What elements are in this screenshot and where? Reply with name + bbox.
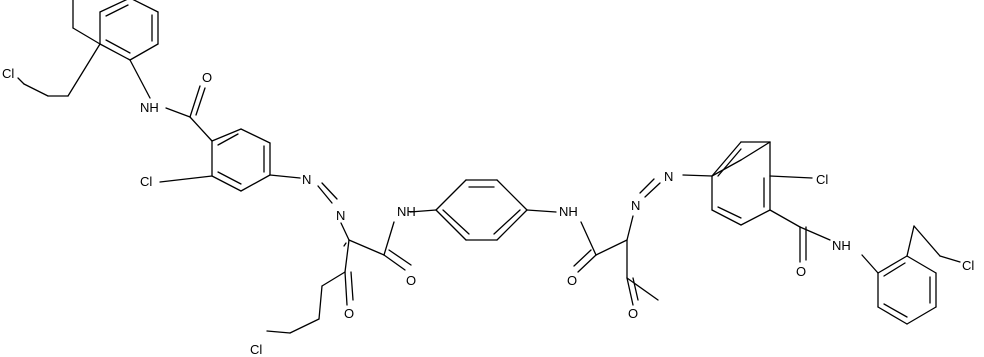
bond-lines <box>17 0 961 334</box>
cl-left-ring-label: Cl <box>140 174 152 189</box>
n-azo-left-lower-label: N <box>336 208 345 223</box>
o-amide-center-left-label: O <box>406 273 416 288</box>
cl-bottom-left-chain-label: Cl <box>250 342 262 357</box>
n-azo-left-upper-label: N <box>302 172 311 187</box>
o-amide-bottom-right-label: O <box>796 264 806 279</box>
cl-right-chain-label: Cl <box>962 258 974 273</box>
o-ketone-left-label: O <box>344 306 354 321</box>
cl-top-left-chain-label: Cl <box>2 66 14 81</box>
nh-top-left-amide-label: NH <box>140 100 159 115</box>
carbonyl-o-top-left-label: O <box>202 70 212 85</box>
cl-right-ring-label: Cl <box>816 172 828 187</box>
atom-labels: Cl O NH Cl N N NH O O Cl NH N N O O Cl O… <box>2 66 974 357</box>
nh-bottom-right-amide-label: NH <box>832 238 851 253</box>
nh-center-right-label: NH <box>559 204 578 219</box>
o-amide-center-right-label: O <box>567 273 577 288</box>
n-azo-right-upper-label: N <box>664 169 673 184</box>
o-ketone-right-label: O <box>628 306 638 321</box>
nh-center-left-label: NH <box>397 204 416 219</box>
n-azo-right-lower-label: N <box>631 198 640 213</box>
